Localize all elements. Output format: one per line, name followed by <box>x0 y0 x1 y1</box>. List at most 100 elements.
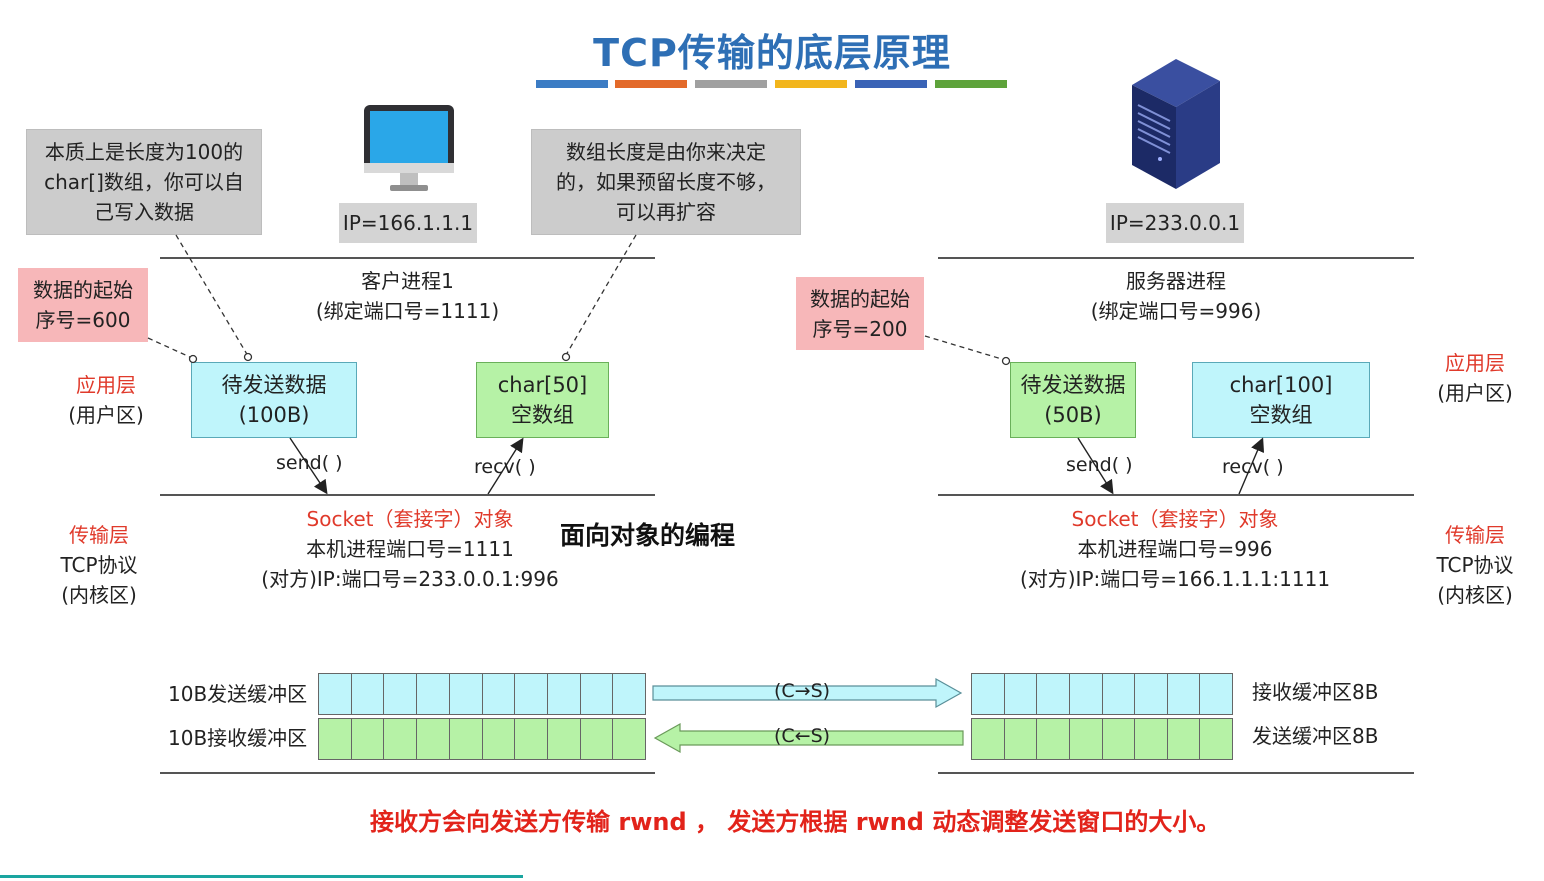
seq-line: 数据的起始 <box>810 286 910 311</box>
app-layer-title: 应用层 <box>1445 351 1505 375</box>
client-send-buffer <box>318 673 646 715</box>
client-process: 客户进程1 (绑定端口号=1111) <box>300 266 515 326</box>
server-recv-arrow <box>1238 437 1265 495</box>
buffer-cell <box>580 719 614 759</box>
buffer-cell <box>319 674 352 714</box>
buffer-cell <box>1200 719 1232 759</box>
buffer-cell <box>482 719 516 759</box>
buffer-cell <box>515 719 548 759</box>
arrow-client-to-server <box>652 677 963 709</box>
box-line: 待发送数据 <box>221 373 327 397</box>
box-line: char[100] <box>1229 373 1333 397</box>
server-transport-layer: 传输层 TCP协议 (内核区) <box>1420 520 1530 610</box>
leader-seq-server <box>924 335 1006 361</box>
buffer-cell <box>613 674 646 714</box>
buffer-cell <box>449 719 483 759</box>
socket-peer: (对方)IP:端口号=166.1.1.1:1111 <box>1019 567 1331 591</box>
note-line: 的，如果预留长度不够， <box>556 170 776 194</box>
note-line: 数组长度是由你来决定 <box>566 140 766 164</box>
buffer-cell <box>613 719 646 759</box>
arrow-cs-label: (C→S) <box>774 680 831 702</box>
server-app-top-line <box>938 257 1414 259</box>
server-send-buffer-label: 发送缓冲区8B <box>1252 724 1379 748</box>
server-send-call: send( ) <box>1066 454 1133 476</box>
rwnd-callout: 接收方会向发送方传输 rwnd ， 发送方根据 rwnd 动态调整发送窗口的大小… <box>370 808 1221 836</box>
app-layer-sub: (用户区) <box>1437 381 1513 405</box>
buffer-cell <box>482 674 516 714</box>
client-transport-layer: 传输层 TCP协议 (内核区) <box>44 520 154 610</box>
buffer-cell <box>1135 674 1168 714</box>
client-ip: IP=166.1.1.1 <box>339 203 477 243</box>
server-icon <box>1132 59 1220 189</box>
stripe-2 <box>615 80 687 88</box>
transport-layer-sub: (内核区) <box>1437 583 1513 607</box>
note-array-length: 数组长度是由你来决定 的，如果预留长度不够， 可以再扩容 <box>531 129 801 235</box>
client-seq-label: 数据的起始 序号=600 <box>18 268 148 342</box>
stripe-6 <box>935 80 1007 88</box>
buffer-cell <box>547 674 581 714</box>
page-title: TCP传输的底层原理 <box>593 31 951 75</box>
client-socket: Socket（套接字）对象 本机进程端口号=1111 (对方)IP:端口号=23… <box>240 504 580 594</box>
server-recv-array-box: char[100] 空数组 <box>1192 362 1370 438</box>
buffer-cell <box>1102 719 1136 759</box>
arrow-server-to-client <box>653 722 964 754</box>
box-line: (100B) <box>238 403 310 427</box>
leader-note-left <box>175 234 249 357</box>
buffer-cell <box>1004 719 1038 759</box>
client-send-call: send( ) <box>276 452 343 474</box>
server-recv-buffer <box>971 673 1233 715</box>
buffer-cell <box>351 674 385 714</box>
client-transport-line <box>160 494 655 496</box>
buffer-cell <box>972 719 1005 759</box>
buffer-cell <box>449 674 483 714</box>
app-layer-sub: (用户区) <box>68 403 144 427</box>
buffer-cell <box>1069 674 1103 714</box>
buffer-cell <box>1102 674 1136 714</box>
socket-port: 本机进程端口号=996 <box>1077 537 1273 561</box>
note-line: 可以再扩容 <box>616 200 716 224</box>
box-line: 空数组 <box>1249 403 1313 427</box>
note-client-buffer: 本质上是长度为100的 char[]数组，你可以自 己写入数据 <box>26 129 262 235</box>
buffer-cell <box>384 674 418 714</box>
seq-line: 序号=200 <box>812 316 908 341</box>
client-app-layer: 应用层 (用户区) <box>50 370 162 430</box>
server-bottom-line <box>938 772 1414 774</box>
box-line: 空数组 <box>511 403 574 427</box>
client-send-arrow <box>289 437 328 495</box>
server-seq-label: 数据的起始 序号=200 <box>796 277 924 350</box>
client-recv-buffer-label: 10B接收缓冲区 <box>168 726 308 750</box>
box-line: 待发送数据 <box>1020 373 1126 397</box>
client-bottom-line <box>160 772 655 774</box>
server-app-layer: 应用层 (用户区) <box>1420 348 1530 408</box>
buffer-cell <box>1004 674 1038 714</box>
buffer-cell <box>1167 719 1201 759</box>
client-send-buffer-label: 10B发送缓冲区 <box>168 682 308 706</box>
server-ip: IP=233.0.0.1 <box>1106 203 1244 243</box>
client-recv-buffer <box>318 718 646 760</box>
leader-note-right <box>565 234 637 356</box>
server-recv-buffer-label: 接收缓冲区8B <box>1252 680 1379 704</box>
client-process-name: 客户进程1 <box>361 269 454 293</box>
server-transport-line <box>938 494 1414 496</box>
note-line: 己写入数据 <box>93 200 194 224</box>
buffer-cell <box>1037 719 1070 759</box>
buffer-cell <box>417 674 450 714</box>
buffer-cell <box>351 719 385 759</box>
server-process-port: (绑定端口号=996) <box>1090 299 1262 323</box>
socket-port: 本机进程端口号=1111 <box>306 537 514 561</box>
socket-peer: (对方)IP:端口号=233.0.0.1:996 <box>261 567 559 591</box>
server-send-buffer <box>971 718 1233 760</box>
client-recv-arrow <box>487 437 524 495</box>
client-recv-call: recv( ) <box>474 456 536 478</box>
buffer-cell <box>1037 674 1070 714</box>
leader-dot <box>1001 356 1011 366</box>
buffer-arrows <box>652 677 964 754</box>
transport-layer-sub: (内核区) <box>61 583 137 607</box>
buffer-cell <box>319 719 352 759</box>
stripe-4 <box>775 80 847 88</box>
bottom-progress-bar <box>0 875 523 878</box>
server-socket: Socket（套接字）对象 本机进程端口号=996 (对方)IP:端口号=166… <box>1010 504 1340 594</box>
server-process: 服务器进程 (绑定端口号=996) <box>1066 266 1286 326</box>
buffer-cell <box>384 719 418 759</box>
